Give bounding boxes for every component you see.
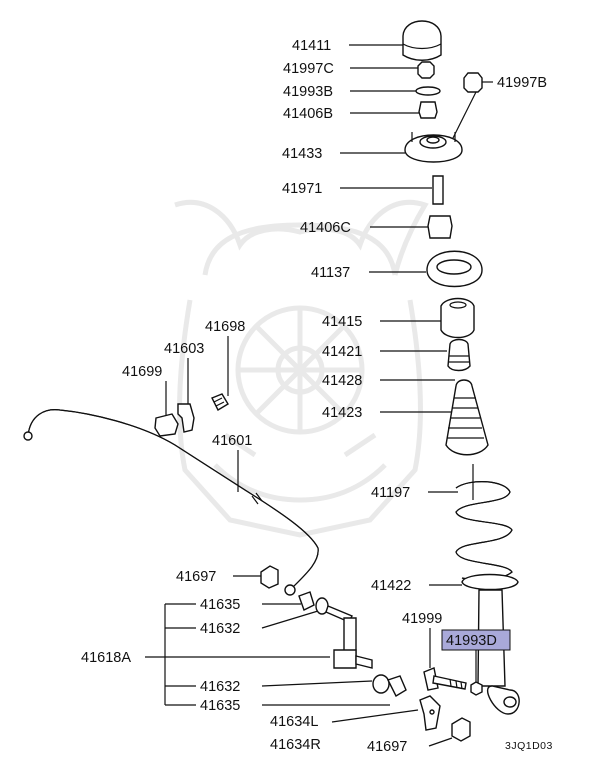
coil-spring [455, 464, 513, 581]
bracket-41634 [419, 695, 441, 731]
label-41137[interactable]: 41137 [311, 265, 350, 281]
bump-stop [440, 297, 475, 339]
label-41618a[interactable]: 41618A [81, 650, 131, 666]
top-nut-b [463, 72, 483, 93]
link-bushing-lower [372, 674, 407, 697]
label-41993d[interactable]: 41993D [446, 633, 497, 649]
stabilizer-link [298, 591, 373, 669]
label-41423[interactable]: 41423 [322, 405, 362, 421]
label-41197[interactable]: 41197 [371, 485, 410, 501]
bolt-41999 [423, 667, 467, 691]
stabilizer-bar [23, 409, 319, 596]
label-41422[interactable]: 41422 [371, 578, 411, 594]
label-41971[interactable]: 41971 [282, 181, 322, 197]
label-41635-bottom[interactable]: 41635 [200, 698, 240, 714]
leader-lines [145, 44, 493, 747]
part-labels: 41411 41997C 41997B 41993B 41406B 41433 … [81, 38, 553, 755]
rubber-stopper [447, 338, 471, 372]
label-41634l[interactable]: 41634L [270, 714, 318, 730]
bracket-41603 [177, 403, 195, 433]
bolt-41698 [211, 393, 229, 411]
watermark-emblem [174, 199, 429, 538]
dust-boot [445, 379, 489, 456]
link-bushing-41697-top [260, 565, 279, 589]
label-41411[interactable]: 41411 [292, 38, 331, 54]
label-41603[interactable]: 41603 [164, 341, 204, 357]
washer-b [415, 86, 441, 96]
strut-cap [402, 20, 442, 61]
label-41421[interactable]: 41421 [322, 344, 362, 360]
label-41635-top[interactable]: 41635 [200, 597, 240, 613]
label-41997b[interactable]: 41997B [497, 75, 547, 91]
link-bushing-41697-bottom [451, 717, 471, 742]
highlight-41993d [441, 629, 511, 651]
bushing-c [427, 215, 453, 239]
label-41993b[interactable]: 41993B [283, 84, 333, 100]
diagram-code: 3JQ1D03 [505, 740, 553, 752]
label-41428[interactable]: 41428 [322, 373, 362, 389]
label-41997c[interactable]: 41997C [283, 61, 334, 77]
label-41406b[interactable]: 41406B [283, 106, 333, 122]
bar-bushing-41699 [154, 413, 179, 437]
top-nut-c [417, 61, 435, 79]
spring-seat [426, 250, 483, 288]
bushing-b [418, 101, 438, 119]
label-41406c[interactable]: 41406C [300, 220, 351, 236]
spacer-rod [432, 175, 444, 205]
label-41632-top[interactable]: 41632 [200, 621, 240, 637]
label-41601[interactable]: 41601 [212, 433, 252, 449]
label-41415[interactable]: 41415 [322, 314, 362, 330]
label-41697-bottom[interactable]: 41697 [367, 739, 407, 755]
upper-mount [404, 132, 463, 163]
label-41697-top[interactable]: 41697 [176, 569, 216, 585]
label-41634r[interactable]: 41634R [270, 737, 321, 753]
label-41698[interactable]: 41698 [205, 319, 245, 335]
nut-41993d [470, 681, 483, 696]
label-41433[interactable]: 41433 [282, 146, 322, 162]
label-41699[interactable]: 41699 [122, 364, 162, 380]
label-41999[interactable]: 41999 [402, 611, 442, 627]
label-41632-bottom[interactable]: 41632 [200, 679, 240, 695]
